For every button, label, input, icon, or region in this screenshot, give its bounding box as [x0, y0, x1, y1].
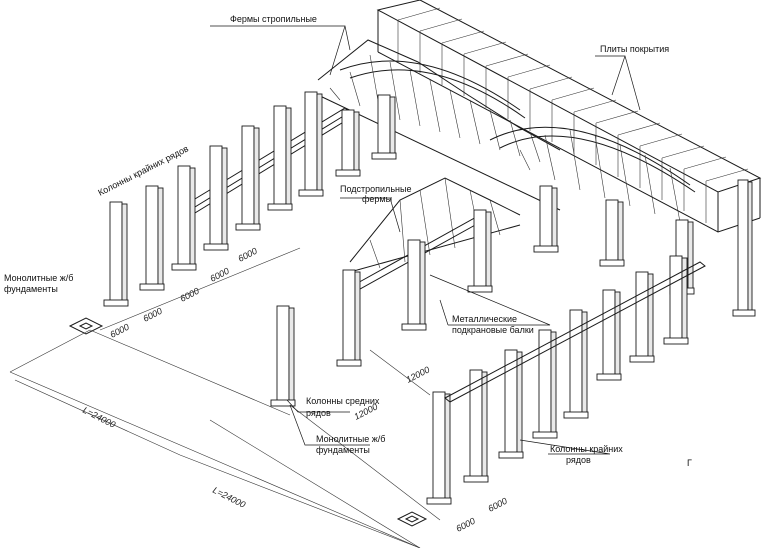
label-metal-beams-line1: Металлические — [452, 314, 517, 324]
foundation-left — [68, 317, 104, 335]
column — [298, 91, 324, 197]
label-monolithic-mid-line2: фундаменты — [316, 445, 370, 455]
columns-outer-top-row — [103, 91, 397, 307]
dimension-6000: 6000 — [454, 516, 476, 534]
column — [371, 94, 397, 160]
foundation-bottom — [396, 511, 428, 527]
dimension-6000: 6000 — [108, 322, 130, 340]
dimension-6000: 6000 — [236, 246, 258, 264]
column — [401, 239, 427, 331]
dimension-lines — [9, 247, 441, 548]
column — [596, 289, 622, 381]
column — [467, 209, 493, 293]
column — [335, 109, 361, 177]
label-outer-columns-bottom-line2: рядов — [566, 455, 591, 465]
leader-lines — [210, 25, 641, 455]
dimension-span: L=24000 — [81, 405, 117, 430]
label-sub-trusses-line2: фермы — [362, 194, 392, 204]
column — [532, 329, 558, 439]
label-metal-beams-line2: подкрановые балки — [452, 325, 534, 335]
label-monolithic-mid-line1: Монолитные ж/б — [316, 434, 385, 444]
column — [103, 201, 129, 307]
label-outer-columns-bottom-line1: Колонны крайних — [550, 444, 623, 454]
crane-beam-right — [444, 261, 706, 403]
column — [426, 391, 452, 505]
column — [498, 349, 524, 459]
label-monolithic-left-line2: фундаменты — [4, 284, 58, 294]
label-roof-slabs: Плиты покрытия — [600, 44, 669, 54]
corner-mark: Г — [687, 458, 692, 468]
label-middle-columns-line1: Колонны средних — [306, 396, 380, 406]
dimension-6000: 6000 — [141, 306, 163, 324]
column — [599, 199, 625, 267]
column — [203, 145, 229, 251]
column — [139, 185, 165, 291]
column — [463, 369, 489, 483]
label-middle-columns-line2: рядов — [306, 408, 331, 418]
label-monolithic-left-line1: Монолитные ж/б — [4, 273, 73, 283]
dimension-6000: 6000 — [486, 496, 508, 514]
column — [171, 165, 197, 271]
label-sub-trusses-line1: Подстропильные — [340, 184, 411, 194]
label-roof-trusses: Фермы стропильные — [230, 14, 317, 24]
column — [533, 185, 559, 253]
roof-slabs — [376, 0, 762, 233]
column — [336, 269, 362, 367]
column — [629, 271, 655, 363]
column — [732, 179, 756, 317]
dimension-span: L=24000 — [211, 485, 247, 510]
column — [270, 305, 296, 407]
columns-outer-bottom-row — [426, 255, 689, 505]
column — [563, 309, 589, 419]
dimension-12000: 12000 — [404, 365, 431, 385]
label-outer-columns-top: Колонны крайних рядов — [96, 143, 190, 197]
dimension-6000: 6000 — [178, 286, 200, 304]
column — [235, 125, 261, 231]
column — [267, 105, 293, 211]
column — [663, 255, 689, 345]
